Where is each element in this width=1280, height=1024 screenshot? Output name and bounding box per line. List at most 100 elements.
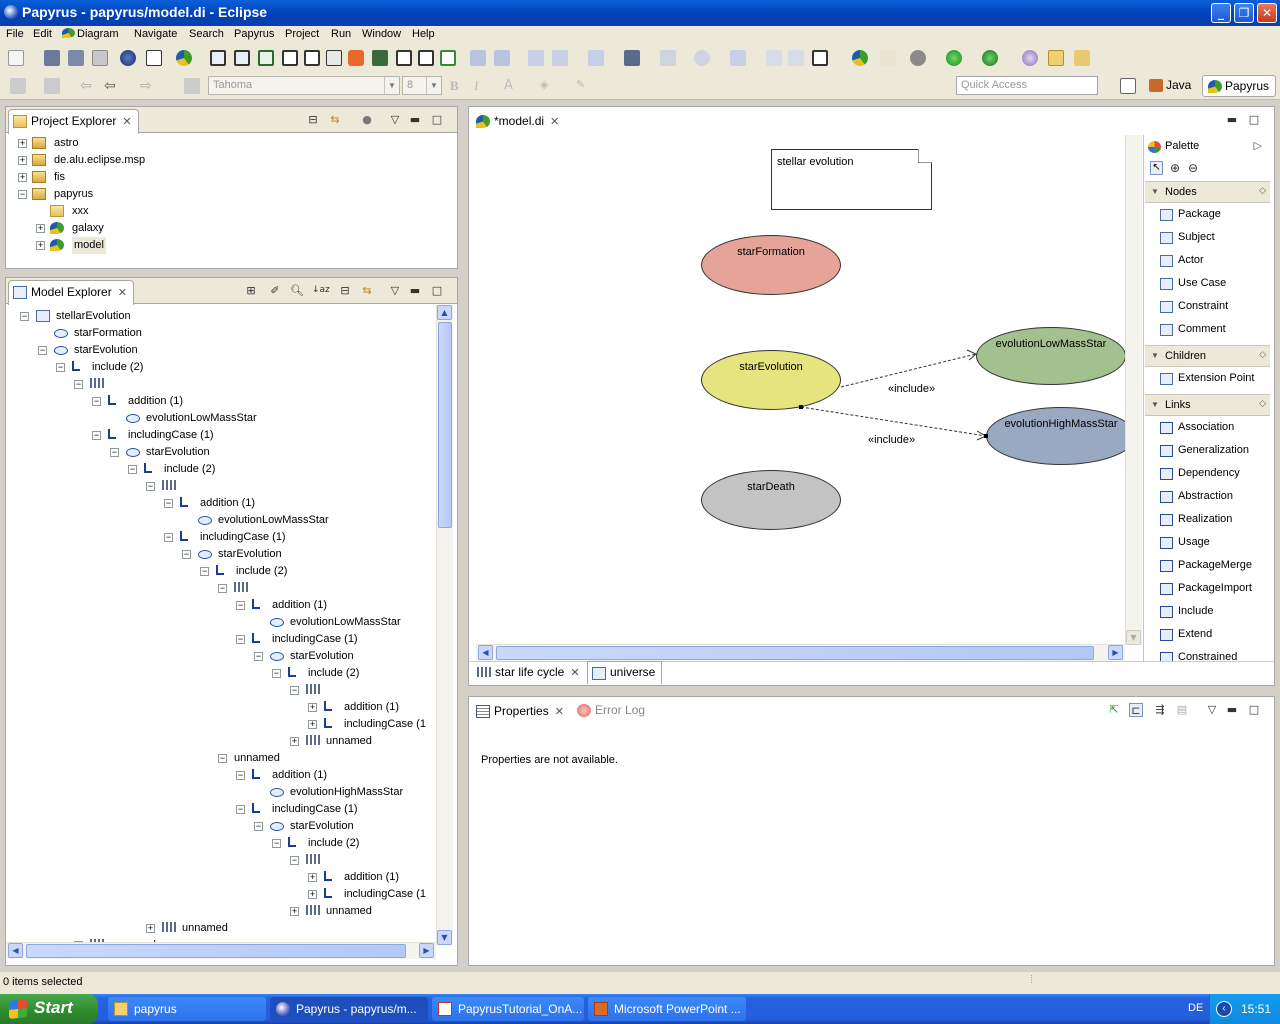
palette-toggle-icon[interactable]: ▷ (1253, 140, 1262, 152)
expand-toggle-icon[interactable]: − (200, 566, 209, 576)
open-perspective-icon[interactable] (1120, 78, 1136, 94)
open-folder-icon[interactable] (1048, 50, 1064, 66)
expand-toggle-icon[interactable]: − (236, 600, 245, 610)
expand-toggle-icon[interactable]: − (236, 804, 245, 814)
palette-item[interactable]: PackageImport (1160, 579, 1252, 599)
expand-toggle-icon[interactable]: − (38, 345, 47, 355)
bold-button[interactable]: B (450, 78, 459, 93)
selection-handle[interactable] (984, 434, 988, 438)
expand-toggle-icon[interactable]: − (290, 685, 299, 695)
palette-item[interactable]: Realization (1160, 510, 1232, 530)
expand-toggle-icon[interactable]: − (110, 447, 119, 457)
tab-model-di[interactable]: *model.di✕ (471, 109, 567, 134)
expand-toggle-icon[interactable]: − (128, 464, 137, 474)
collapse-all-icon[interactable]: ⊟ (340, 284, 350, 297)
maximize-view-icon[interactable]: □ (1248, 703, 1260, 716)
model-tree-hscrollbar[interactable]: ◀ ▶ (6, 942, 436, 959)
tab-project-explorer[interactable]: Project Explorer✕ (8, 109, 139, 134)
arrow-left-icon[interactable]: ⇦ (80, 78, 92, 94)
menu-window[interactable]: Window (362, 28, 402, 40)
pin-icon[interactable]: ◇ (1259, 185, 1266, 195)
tab-model-explorer[interactable]: Model Explorer✕ (8, 280, 134, 305)
task-eclipse[interactable]: Papyrus - papyrus/m... (270, 997, 428, 1021)
palette-item[interactable]: Actor (1160, 251, 1204, 271)
expand-toggle-icon[interactable]: + (290, 906, 299, 916)
expand-toggle-icon[interactable]: + (36, 240, 45, 250)
palette-item[interactable]: Comment (1160, 320, 1226, 340)
palette-item[interactable]: Association (1160, 418, 1234, 438)
start-button[interactable]: Start (0, 994, 98, 1024)
palette-section-links[interactable]: ▼Links◇ (1145, 394, 1270, 416)
print-icon[interactable] (92, 50, 108, 66)
palette-item[interactable]: Use Case (1160, 274, 1226, 294)
view-menu-icon[interactable]: ▽ (390, 284, 400, 297)
scroll-right-icon[interactable]: ▶ (1108, 645, 1123, 660)
usecase-star-evolution[interactable]: starEvolution (701, 350, 841, 410)
diagram-tool-icon[interactable] (234, 50, 250, 66)
palette-item[interactable]: Extend (1160, 625, 1212, 645)
expand-toggle-icon[interactable]: − (272, 838, 281, 848)
menu-help[interactable]: Help (412, 28, 435, 40)
palette-item[interactable]: Subject (1160, 228, 1215, 248)
arrange-icon[interactable] (470, 50, 486, 66)
selection-handle[interactable] (799, 405, 803, 409)
maximize-button[interactable]: ❐ (1234, 3, 1254, 23)
diagram-canvas[interactable]: stellar evolution starFormation starEvol… (470, 135, 1126, 645)
grid-icon[interactable] (812, 50, 828, 66)
menu-papyrus[interactable]: Papyrus (234, 28, 275, 40)
pencil-icon[interactable] (1074, 50, 1090, 66)
expand-toggle-icon[interactable]: + (308, 889, 317, 899)
categories-icon[interactable]: ⊏ (1129, 703, 1143, 717)
close-icon[interactable]: ✕ (122, 116, 132, 128)
font-name-combo[interactable]: Tahoma▼ (208, 76, 400, 95)
scroll-left-icon[interactable]: ◀ (478, 645, 493, 660)
menu-project[interactable]: Project (285, 28, 320, 40)
zoom-in-icon[interactable]: ⊕ (1170, 161, 1181, 175)
maximize-view-icon[interactable]: □ (431, 113, 443, 126)
new-icon[interactable] (8, 50, 24, 66)
zoom-out-icon[interactable]: ⊖ (1188, 161, 1199, 175)
expand-toggle-icon[interactable]: − (236, 634, 245, 644)
minimize-view-icon[interactable]: ▬ (1226, 703, 1238, 716)
scroll-left-icon[interactable]: ◀ (8, 943, 23, 958)
copy-format-icon[interactable] (766, 50, 782, 66)
zoom-icon[interactable] (528, 50, 544, 66)
expand-toggle-icon[interactable]: + (308, 702, 317, 712)
expand-toggle-icon[interactable]: − (236, 770, 245, 780)
palette-section-nodes[interactable]: ▼Nodes◇ (1145, 181, 1270, 203)
expand-toggle-icon[interactable]: + (146, 923, 155, 933)
perspective-papyrus[interactable]: Papyrus (1202, 75, 1277, 97)
diagram-tool-icon[interactable] (304, 50, 320, 66)
diagram-tool-icon[interactable] (396, 50, 412, 66)
expand-toggle-icon[interactable]: − (218, 753, 227, 763)
eclipse-tool-icon[interactable] (120, 50, 136, 66)
expand-toggle-icon[interactable]: + (18, 138, 27, 148)
usecase-evolution-high-mass-star[interactable]: evolutionHighMassStar (986, 407, 1126, 465)
globe-icon[interactable] (1022, 50, 1038, 66)
palette-item[interactable]: Extension Point (1160, 369, 1254, 389)
palette-item[interactable]: Include (1160, 602, 1213, 622)
restore-defaults-icon[interactable]: ▤ (1176, 703, 1188, 716)
palette-item[interactable]: Constraint (1160, 297, 1228, 317)
palette-item[interactable]: Dependency (1160, 464, 1240, 484)
debug-icon[interactable] (910, 50, 926, 66)
select-icon[interactable] (552, 50, 568, 66)
expand-toggle-icon[interactable]: − (146, 481, 155, 491)
view-menu-icon[interactable]: ▽ (1207, 703, 1217, 716)
maximize-view-icon[interactable]: □ (431, 284, 443, 297)
compass-icon[interactable] (694, 50, 710, 66)
diagram-tool-icon[interactable] (210, 50, 226, 66)
close-icon[interactable]: ✕ (550, 116, 560, 128)
expand-toggle-icon[interactable]: + (308, 872, 317, 882)
close-icon[interactable]: ✕ (117, 287, 127, 299)
fill-color-icon[interactable]: ◈ (540, 78, 549, 91)
paste-format-icon[interactable] (788, 50, 804, 66)
filter-icon[interactable] (660, 50, 676, 66)
expand-toggle-icon[interactable]: + (36, 223, 45, 233)
menu-file[interactable]: File (6, 28, 24, 40)
task-pdf[interactable]: PapyrusTutorial_OnA... (432, 997, 584, 1021)
pen-icon[interactable] (880, 50, 896, 66)
diagram-tool-icon[interactable] (258, 50, 274, 66)
route-icon[interactable] (494, 50, 510, 66)
expand-toggle-icon[interactable]: − (164, 532, 173, 542)
